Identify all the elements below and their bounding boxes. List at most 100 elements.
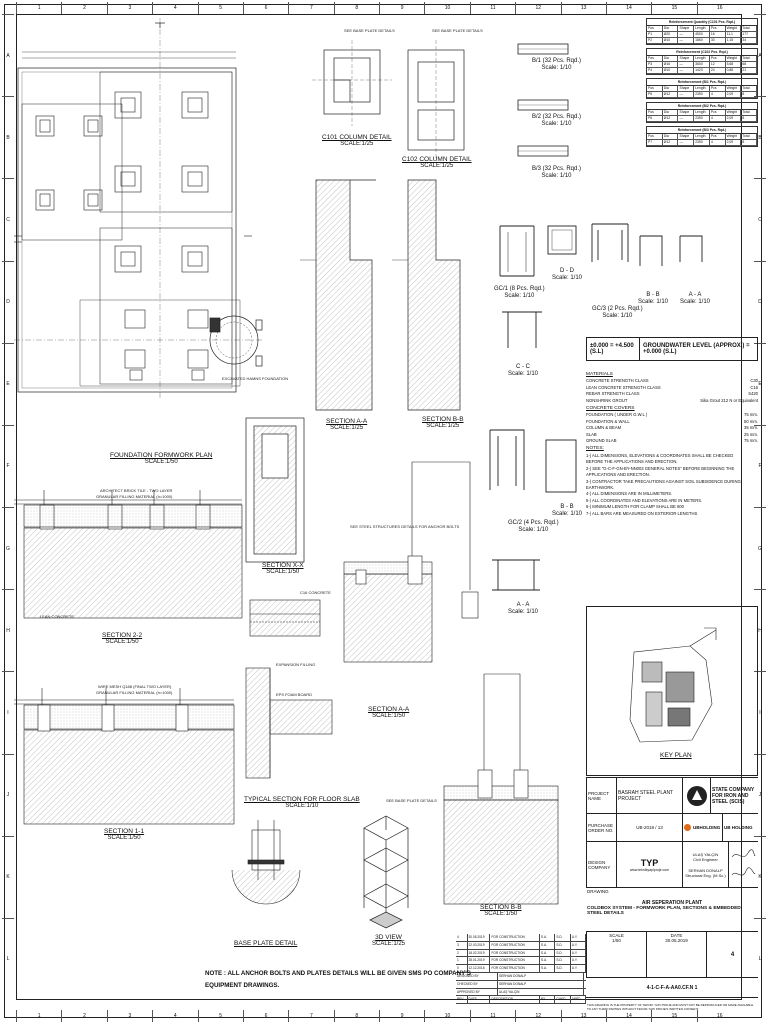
see-base-plate-note-3: SEE BASE PLATE DETAILS <box>386 798 437 803</box>
rebar-table-cell: — <box>678 140 695 145</box>
revision-row-cell: U.Y. <box>571 934 587 941</box>
section-aa-50-label: SECTION A-A SCALE:1/50 <box>368 706 409 720</box>
section-markers <box>14 235 252 243</box>
drawing-title-2: COLDBOX SYSTEM - FORMWORK PLAN, SECTIONS… <box>587 906 741 916</box>
rebar-table-cell: Total <box>741 134 758 139</box>
rebar-table-cell: Pcs <box>710 86 726 91</box>
rebar-table-cell: Length <box>694 134 710 139</box>
ruler-column-mark: 14 <box>605 2 651 14</box>
title-block: PROJECT NAME BASRAH STEEL PLANT PROJECT … <box>586 777 758 1016</box>
ruler-column-mark: 15 <box>651 1010 696 1022</box>
rebar-table-cell: 16 <box>710 32 726 37</box>
rebar-table-cell: Weight <box>726 86 742 91</box>
cover-item-value: 35 mm. <box>744 425 758 431</box>
rebar-table-cell: Ø10 <box>663 68 679 73</box>
c102-title: C102 COLUMN DETAIL <box>402 156 472 163</box>
rebar-table-cell: Dia <box>663 110 679 115</box>
revision-row-cell: 12.12.2018 <box>468 965 491 972</box>
ruler-row-mark: A <box>754 14 766 96</box>
rebar-table-cell: Weight <box>726 56 742 61</box>
beam-2-title: B/2 (32 Pcs. Rqd.) <box>532 114 582 120</box>
scale-label: SCALE <box>609 933 624 938</box>
revision-row-cell: 22.03.2019 <box>468 941 491 949</box>
rebar-table-cell: — <box>678 116 695 121</box>
bb-gc2-label: B - B Scale: 1/10 <box>552 504 582 518</box>
column-detail-c102 <box>407 40 465 158</box>
date-label: DATE <box>670 933 683 938</box>
revision-row-cell: S.A. <box>540 949 556 957</box>
client-logo <box>682 778 710 813</box>
cc-scale: Scale: 1/10 <box>508 370 539 377</box>
rebar-table-cell: Dia <box>663 26 679 31</box>
revision-row-cell: 2 <box>456 949 468 957</box>
rebar-table-cell: 8 <box>741 140 758 145</box>
rebar-table-cell: Weight <box>726 26 742 31</box>
cover-item-key: SLAB <box>586 431 597 437</box>
section-11-label: SECTION 1-1 SCALE:1/50 <box>104 828 144 842</box>
eps-note: EPS FOAM BOARD <box>276 692 313 697</box>
contractor-logo: UBHOLDING <box>682 814 722 841</box>
rebar-table-cell: Ø10 <box>663 38 679 43</box>
materials-heading: MATERIALS <box>586 372 613 377</box>
beam-3-label: B/3 (32 Pcs. Rqd.) Scale: 1/10 <box>532 166 581 180</box>
section-xx-drawing <box>245 417 305 563</box>
revision-row-cell: FOR CONSTRUCTION <box>490 949 541 957</box>
see-base-plate-note-2: SEE BASE PLATE DETAILS <box>432 28 483 33</box>
bottom-note: NOTE : ALL ANCHOR BOLTS AND PLATES DETAI… <box>205 968 471 992</box>
ruler-column-mark: 9 <box>379 1010 424 1022</box>
gc1-scale: Scale: 1/10 <box>504 292 535 299</box>
ruler-column-mark: 16 <box>696 1010 742 1022</box>
client-seal-icon <box>686 785 707 806</box>
gc1-title: GC/1 (8 Pcs. Rqd.) <box>494 286 545 292</box>
key-plan-drawing <box>629 627 717 743</box>
rebar-table-cell: 5,68 <box>726 62 742 67</box>
section-bb-50-drawing <box>443 673 559 905</box>
foundation-plan-drawing <box>14 18 264 400</box>
material-item-value: C30 <box>750 378 758 384</box>
rebar-table-cell: 4500 <box>694 32 710 37</box>
c101-title: C101 COLUMN DETAIL <box>322 134 392 141</box>
beam-3-title: B/3 (32 Pcs. Rqd.) <box>532 166 582 172</box>
rebar-table-title: Reinforcement (C102 Pcs. Rqd.) <box>647 49 757 56</box>
rebar-table-cell: Length <box>694 110 710 115</box>
scale-cell: SCALE 1/50 <box>586 932 646 977</box>
view-3d-scale: SCALE:1/25 <box>372 941 406 948</box>
ruler-column-mark: 15 <box>651 2 696 14</box>
material-item-key: CONCRETE STRENGTH CLASS <box>586 378 649 384</box>
rebar-table-cell: Ø12 <box>663 92 679 97</box>
section-aa-50-drawing <box>343 461 479 663</box>
note-item: 6-) MINIMUM LENGTH FOR CLAMP SHALL BE 60… <box>586 504 684 510</box>
section-aa-25-label: SECTION A-A SCALE:1/25 <box>326 418 367 432</box>
ruler-column-mark: 7 <box>288 2 333 14</box>
ruler-column-mark: 5 <box>197 1010 243 1022</box>
design-logo: TYP www.teknikyapiproje.com <box>616 842 682 887</box>
beam-1-scale: Scale: 1/10 <box>541 64 572 71</box>
rebar-table-cell: — <box>678 32 695 37</box>
section-bb-50-label: SECTION B-B SCALE:1/50 <box>480 904 522 918</box>
aa-gc2-title: A - A <box>516 602 530 608</box>
contractor-logo-text: UBHOLDING <box>693 825 721 830</box>
rebar-table-cell: Pcs <box>710 26 726 31</box>
cover-item-key: FOUNDATION ( UNDER G.W.L ) <box>586 412 648 418</box>
ruler-column-mark: 10 <box>424 2 469 14</box>
client-name: STATE COMPANY FOR IRON AND STEEL (SCIS) <box>710 778 758 813</box>
covers-heading: CONCRETE COVERS <box>586 406 635 412</box>
rebar-table-cell: Pos <box>647 134 663 139</box>
signatures <box>728 842 758 887</box>
design-label: DESIGN COMPANY <box>586 842 616 887</box>
key-plan-title: KEY PLAN <box>660 752 692 759</box>
material-item-key: NONSHRINK GROUT <box>586 397 628 403</box>
section-22-mesh-note: ARCHITECT BRICK TILE - TWO LAYER <box>100 488 173 493</box>
note-item: 1-) ALL DIMENSIONS, ELEVATIONS & COORDIN… <box>586 452 734 458</box>
foundation-note: EXCAVATED HAMNS FOUNDATION <box>222 376 289 381</box>
view-3d-title: 3D VIEW <box>375 934 402 941</box>
